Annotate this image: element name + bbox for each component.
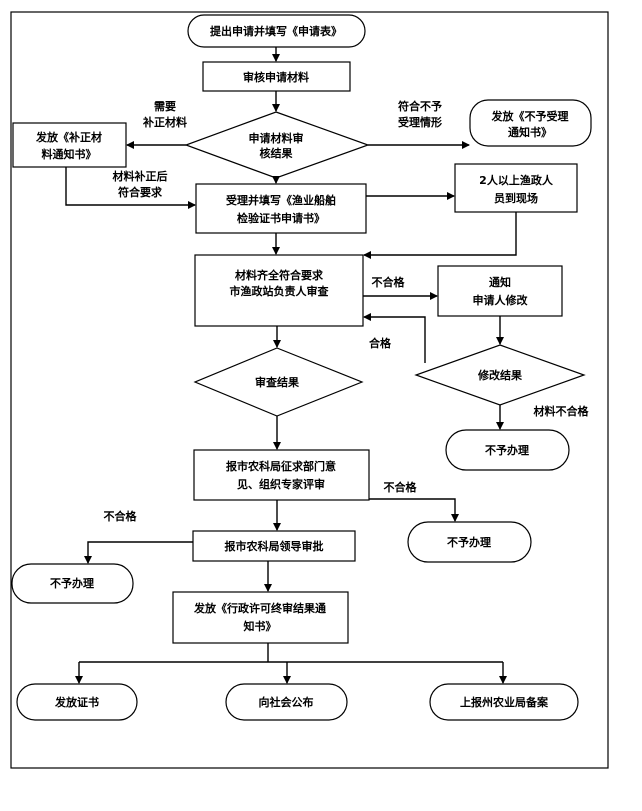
notice-reject-line1: 发放《不予受理 <box>491 109 569 123</box>
check-decision-diamond: 审查结果 <box>193 347 364 417</box>
issue-cert-label: 发放证书 <box>54 695 99 709</box>
edge-labels: 需要 补正材料 符合不予 受理情形 材料补正后 符合要求 不合格 合格 材料不合… <box>104 99 590 523</box>
leader-approval-label: 报市农科局领导审批 <box>225 539 324 553</box>
review-decision-diamond: 申请材料审 核结果 <box>184 111 370 179</box>
reject-node-2: 不予办理 <box>407 521 532 563</box>
bureau-opinion-line2: 见、组织专家评审 <box>237 477 325 491</box>
site-visit-line1: 2人以上渔政人 <box>479 173 554 187</box>
report-label: 上报州农业局备案 <box>460 695 549 709</box>
final-notice-node: 发放《行政许可终审结果通 知书》 <box>172 591 349 644</box>
final-notice-line2: 知书》 <box>243 619 277 633</box>
review-materials-label: 审核申请材料 <box>243 70 309 84</box>
accept-fill-node: 受理并填写《渔业船舶 检验证书申请书》 <box>195 183 367 234</box>
edge-supplement-to-accept <box>65 167 196 209</box>
notice-supplement-node: 发放《补正材 料通知书》 <box>12 122 127 168</box>
reject-node-1: 不予办理 <box>445 429 570 471</box>
notify-modify-line2: 申请人修改 <box>473 293 529 307</box>
report-node: 上报州农业局备案 <box>429 683 579 721</box>
pass-1-label: 合格 <box>369 336 392 350</box>
bureau-opinion-node: 报市农科局征求部门意 见、组织专家评审 <box>193 449 370 501</box>
edge-leader-to-reject <box>84 541 193 564</box>
start-node: 提出申请并填写《申请表》 <box>187 14 366 48</box>
station-review-line1: 材料齐全符合要求 <box>235 268 324 282</box>
station-review-line2: 市渔政站负责人审查 <box>230 284 329 298</box>
notify-modify-line1: 通知 <box>489 275 511 289</box>
edge-site-to-station <box>363 212 517 259</box>
reject-node-3: 不予办理 <box>11 563 134 604</box>
fail-3-label: 不合格 <box>104 509 138 523</box>
after-supplement-line2: 符合要求 <box>118 185 163 199</box>
notice-supplement-line2: 料通知书》 <box>42 147 97 161</box>
review-decision-line2: 核结果 <box>260 146 293 160</box>
reject-3-label: 不予办理 <box>50 576 94 590</box>
fail-2-label: 不合格 <box>384 480 418 494</box>
edge-modify-pass-back <box>363 313 426 363</box>
notify-modify-node: 通知 申请人修改 <box>437 265 563 317</box>
reject-1-label: 不予办理 <box>485 443 529 457</box>
publish-label: 向社会公布 <box>259 695 314 709</box>
fail-1-label: 不合格 <box>372 275 406 289</box>
station-review-node: 材料齐全符合要求 市渔政站负责人审查 <box>194 254 364 327</box>
need-supplement-line2: 补正材料 <box>142 115 187 129</box>
site-visit-node: 2人以上渔政人 员到现场 <box>454 163 578 213</box>
need-supplement-line1: 需要 <box>154 100 176 113</box>
edge-bureau-to-reject <box>369 498 459 522</box>
review-materials-node: 审核申请材料 <box>202 61 351 92</box>
notice-reject-line2: 通知书》 <box>508 125 552 139</box>
modify-decision-diamond: 修改结果 <box>414 344 586 406</box>
not-meet-line2: 受理情形 <box>398 115 442 129</box>
issue-cert-node: 发放证书 <box>16 683 138 721</box>
bureau-opinion-line1: 报市农科局征求部门意 <box>226 459 336 473</box>
notice-supplement-line1: 发放《补正材 <box>35 130 102 144</box>
final-notice-line1: 发放《行政许可终审结果通 <box>193 601 326 615</box>
modify-decision-label: 修改结果 <box>477 368 522 382</box>
check-decision-label: 审查结果 <box>255 375 299 389</box>
publish-node: 向社会公布 <box>225 683 348 721</box>
notice-reject-node: 发放《不予受理 通知书》 <box>469 99 592 147</box>
accept-fill-line2: 检验证书申请书》 <box>237 211 325 225</box>
reject-2-label: 不予办理 <box>447 535 491 549</box>
review-decision-line1: 申请材料审 <box>249 131 304 145</box>
accept-fill-line1: 受理并填写《渔业船舶 <box>226 193 336 207</box>
leader-approval-node: 报市农科局领导审批 <box>192 530 356 562</box>
not-meet-line1: 符合不予 <box>398 99 442 113</box>
connectors <box>65 47 517 684</box>
outer-frame <box>10 11 609 769</box>
fail-modify-label: 材料不合格 <box>534 404 590 418</box>
start-label: 提出申请并填写《申请表》 <box>210 24 342 38</box>
after-supplement-line1: 材料补正后 <box>113 169 168 183</box>
site-visit-line2: 员到现场 <box>494 191 538 205</box>
